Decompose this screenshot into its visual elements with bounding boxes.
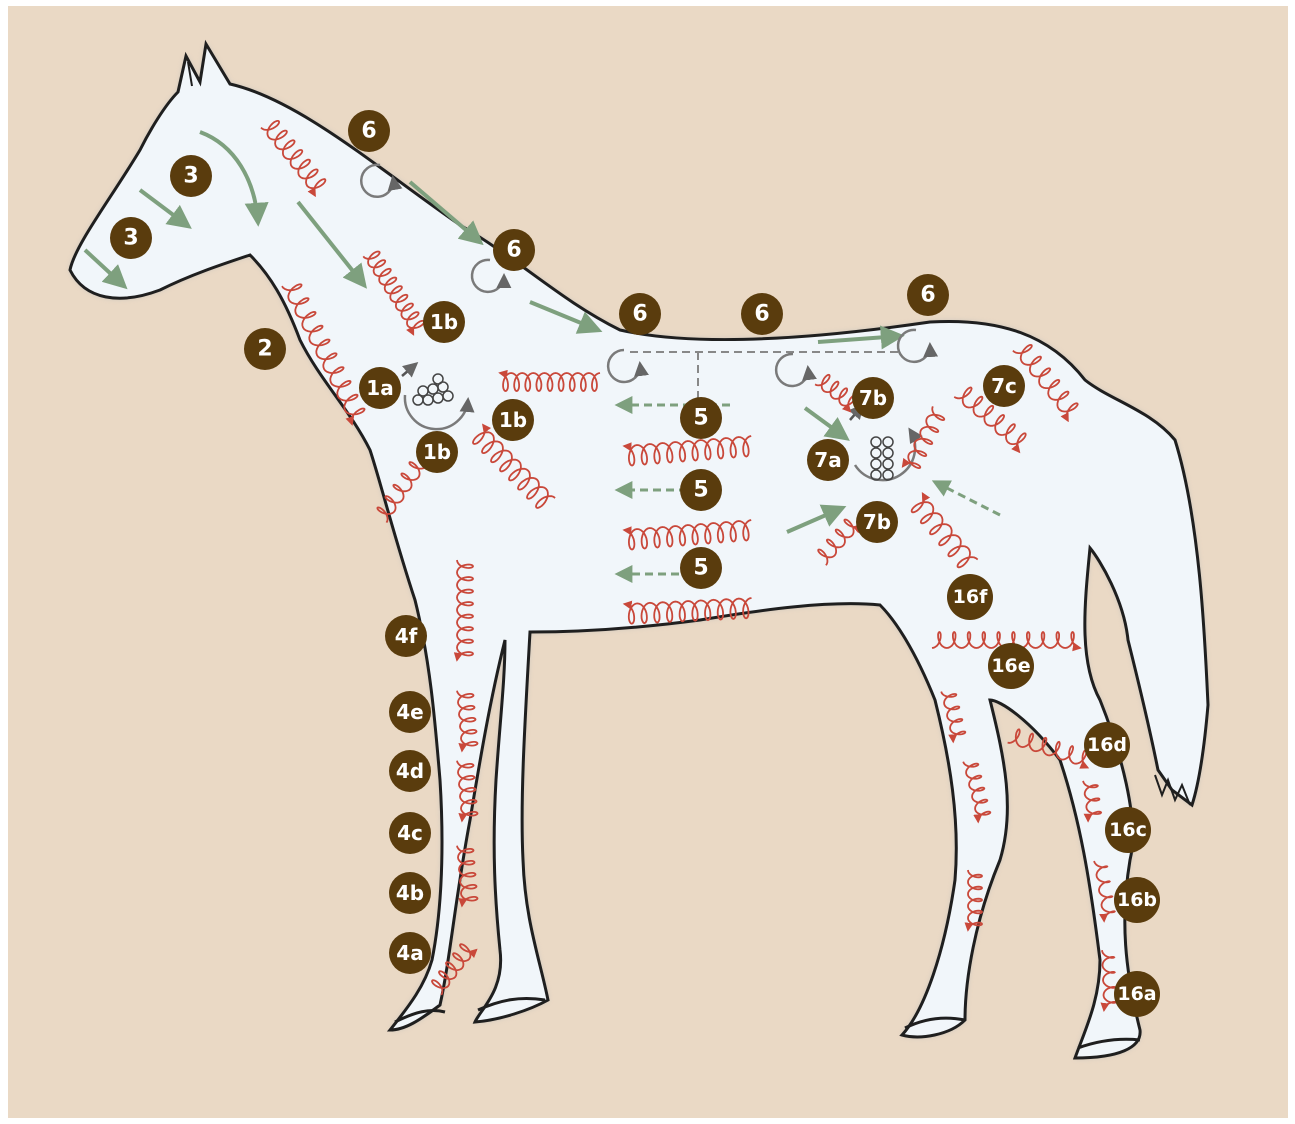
- badge-label: 7c: [991, 374, 1017, 398]
- badge-hind-hoof: 16a: [1114, 971, 1160, 1017]
- badge-label: 16f: [953, 586, 988, 608]
- badge-withers: 6: [493, 229, 535, 271]
- badge-label: 4b: [396, 881, 424, 905]
- badge-label: 7a: [814, 448, 841, 472]
- badge-fore-hoof: 4a: [389, 932, 431, 974]
- badge-face-lower: 3: [110, 217, 152, 259]
- badge-hind-thigh: 16f: [947, 574, 993, 620]
- badge-fore-elbow: 4f: [385, 615, 427, 657]
- badge-label: 6: [632, 302, 647, 327]
- badge-label: 1b: [423, 440, 451, 464]
- badge-hind-cannon: 16c: [1105, 807, 1151, 853]
- badge-fore-knee: 4d: [389, 750, 431, 792]
- badge-label: 5: [693, 406, 708, 431]
- badge-label: 6: [506, 238, 521, 263]
- badge-poll: 6: [348, 110, 390, 152]
- badge-neck-underside: 2: [244, 328, 286, 370]
- badge-label: 1b: [430, 310, 458, 334]
- badge-shoulder-lower: 1b: [416, 431, 458, 473]
- badge-mid-back-front: 6: [619, 293, 661, 335]
- badge-barrel-upper: 5: [680, 397, 722, 439]
- badge-label: 4a: [396, 941, 423, 965]
- badge-hind-hock: 16d: [1084, 722, 1130, 768]
- badge-label: 3: [183, 164, 198, 189]
- badge-hind-stifle: 16e: [988, 643, 1034, 689]
- badge-label: 4d: [396, 759, 424, 783]
- badge-label: 16b: [1117, 889, 1157, 911]
- badge-label: 5: [693, 478, 708, 503]
- badge-hip-joint: 7a: [807, 439, 849, 481]
- badge-label: 6: [754, 302, 769, 327]
- badge-label: 7b: [863, 510, 891, 534]
- badge-fore-cannon: 4c: [389, 812, 431, 854]
- badge-label: 7b: [859, 386, 887, 410]
- horse-silhouette: [70, 44, 1208, 1058]
- badge-fore-fetlock: 4b: [389, 872, 431, 914]
- badge-hip-upper: 7b: [852, 377, 894, 419]
- badge-label: 16e: [991, 655, 1030, 677]
- badge-label: 4e: [396, 700, 423, 724]
- badge-label: 4f: [395, 624, 418, 648]
- badge-face-upper: 3: [170, 155, 212, 197]
- badge-label: 4c: [397, 821, 423, 845]
- badge-hind-fetlock: 16b: [1114, 877, 1160, 923]
- badge-hip-rear: 7c: [983, 365, 1025, 407]
- badge-label: 3: [123, 226, 138, 251]
- badge-barrel-middle: 5: [680, 469, 722, 511]
- badge-shoulder-rear: 1b: [492, 399, 534, 441]
- badge-hip-lower: 7b: [856, 501, 898, 543]
- badge-label: 1b: [499, 408, 527, 432]
- badge-mid-back: 6: [741, 293, 783, 335]
- badge-fore-forearm: 4e: [389, 691, 431, 733]
- horse-body: [70, 44, 1208, 1058]
- badge-label: 6: [920, 283, 935, 308]
- badge-label: 6: [361, 119, 376, 144]
- badge-label: 16a: [1117, 983, 1156, 1005]
- badge-label: 1a: [366, 376, 393, 400]
- badge-label: 16d: [1087, 734, 1127, 756]
- badge-label: 2: [257, 337, 272, 362]
- badge-barrel-lower: 5: [680, 547, 722, 589]
- badge-label: 5: [693, 556, 708, 581]
- badge-shoulder-joint: 1a: [359, 367, 401, 409]
- badge-label: 16c: [1109, 819, 1147, 841]
- badge-croup: 6: [907, 274, 949, 316]
- badge-shoulder-upper: 1b: [423, 301, 465, 343]
